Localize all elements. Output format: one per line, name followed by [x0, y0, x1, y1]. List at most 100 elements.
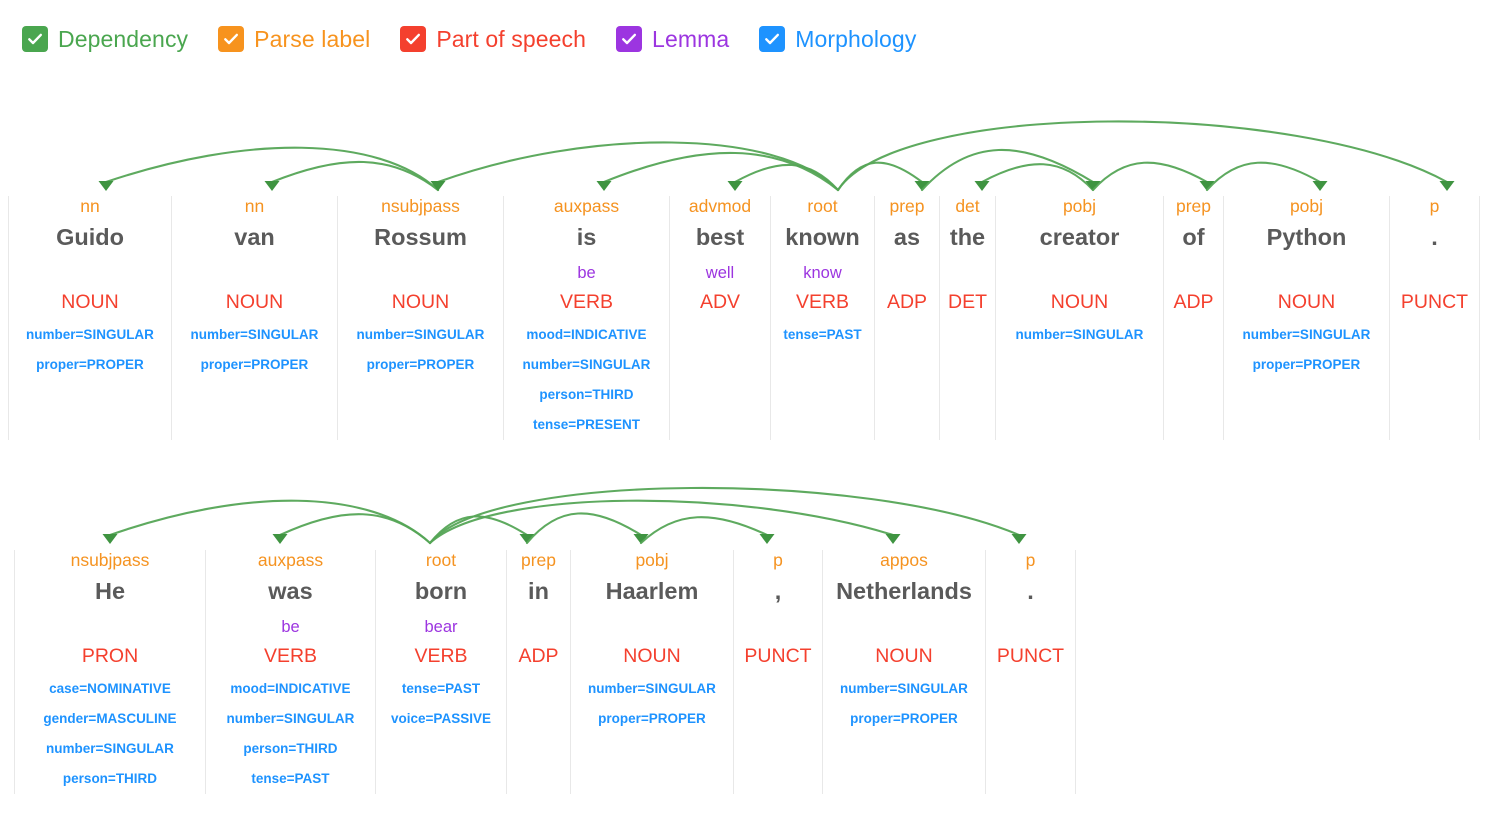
morphology-feature: [966, 410, 970, 440]
token-lemma: [776, 612, 781, 642]
morphology-feature: [905, 320, 909, 350]
part-of-speech-tag: NOUN: [623, 645, 681, 668]
dependency-arrowhead: [759, 534, 775, 544]
checkbox-checked-icon[interactable]: [218, 26, 245, 52]
token-lemma: [1304, 258, 1309, 288]
toggle-parse-label[interactable]: Parse label: [218, 26, 370, 53]
token-lemma: well: [705, 263, 735, 282]
morphology-feature: [1078, 410, 1082, 440]
parse-label: auxpass: [553, 196, 620, 217]
morphology-feature: [718, 320, 722, 350]
morphology-list: [537, 674, 541, 794]
token-lemma: know: [803, 263, 842, 282]
toggle-label-morphology: Morphology: [795, 25, 917, 52]
morphology-feature: [253, 380, 257, 410]
morphology-feature: person=THIRD: [62, 771, 158, 787]
morphology-feature: [902, 734, 906, 764]
toggle-part-of-speech[interactable]: Part of speech: [400, 26, 586, 53]
dependency-arc: [836, 120, 1449, 192]
morphology-feature: [253, 410, 257, 440]
part-of-speech-tag: VERB: [795, 291, 850, 314]
parse-label: pobj: [635, 550, 669, 571]
dependency-arc: [428, 499, 895, 545]
token-lemma: [650, 612, 655, 642]
morphology-feature: [821, 410, 825, 440]
morphology-feature: [439, 734, 443, 764]
toggle-morphology[interactable]: Morphology: [759, 26, 916, 53]
parse-label: nn: [244, 196, 265, 217]
morphology-feature: [966, 380, 970, 410]
token-cell[interactable]: p. PUNCT: [1390, 196, 1480, 440]
toggle-dependency[interactable]: Dependency: [22, 26, 188, 53]
token-lemma: be: [577, 263, 596, 282]
token-cell[interactable]: p, PUNCT: [734, 550, 823, 794]
morphology-feature: mood=INDICATIVE: [230, 681, 351, 697]
morphology-feature: proper=PROPER: [36, 357, 144, 373]
dependency-arrowhead: [98, 181, 114, 191]
dependency-arrowhead: [519, 534, 535, 544]
morphology-feature: number=SINGULAR: [46, 741, 174, 757]
morphology-feature: [966, 350, 970, 380]
parse-label: advmod: [688, 196, 752, 217]
parse-label: det: [955, 196, 980, 217]
morphology-feature: [1433, 410, 1437, 440]
checkbox-checked-icon[interactable]: [759, 26, 786, 52]
parse-label: appos: [880, 550, 928, 571]
token-word: van: [234, 224, 275, 251]
morphology-feature: number=SINGULAR: [26, 327, 154, 343]
checkbox-checked-icon[interactable]: [22, 26, 48, 52]
dependency-arrowhead: [1312, 181, 1328, 191]
morphology-feature: person=THIRD: [243, 741, 338, 757]
morphology-feature: tense=PAST: [251, 771, 330, 787]
token-lemma: [536, 612, 541, 642]
token-cell[interactable]: p. PUNCT: [986, 550, 1076, 794]
parse-label: p: [1025, 550, 1036, 571]
morphology-list: [905, 320, 909, 440]
morphology-feature: proper=PROPER: [200, 357, 309, 373]
part-of-speech-tag: DET: [948, 291, 987, 314]
checkbox-checked-icon[interactable]: [616, 26, 643, 52]
morphology-feature: proper=PROPER: [366, 357, 475, 373]
dependency-arrowhead: [633, 534, 649, 544]
morphology-feature: [1433, 350, 1437, 380]
toggle-lemma[interactable]: Lemma: [616, 26, 729, 53]
parse-label: pobj: [1289, 196, 1324, 217]
morphology-feature: [1192, 320, 1196, 350]
toggle-label-lemma: Lemma: [652, 25, 730, 52]
morphology-feature: number=SINGULAR: [190, 327, 319, 343]
checkbox-checked-icon[interactable]: [400, 26, 427, 52]
morphology-feature: [537, 734, 541, 764]
morphology-feature: gender=MASCULINE: [43, 711, 177, 727]
morphology-feature: number=SINGULAR: [840, 681, 968, 697]
dependency-arc: [428, 486, 1021, 545]
token-word: as: [893, 224, 921, 251]
token-lemma: [965, 258, 970, 288]
token-word: is: [576, 224, 597, 251]
parse-label: p: [773, 550, 783, 571]
token-word: born: [414, 578, 468, 605]
morphology-feature: [776, 764, 780, 794]
parse-label: nn: [80, 196, 100, 217]
token-word: known: [785, 224, 860, 251]
